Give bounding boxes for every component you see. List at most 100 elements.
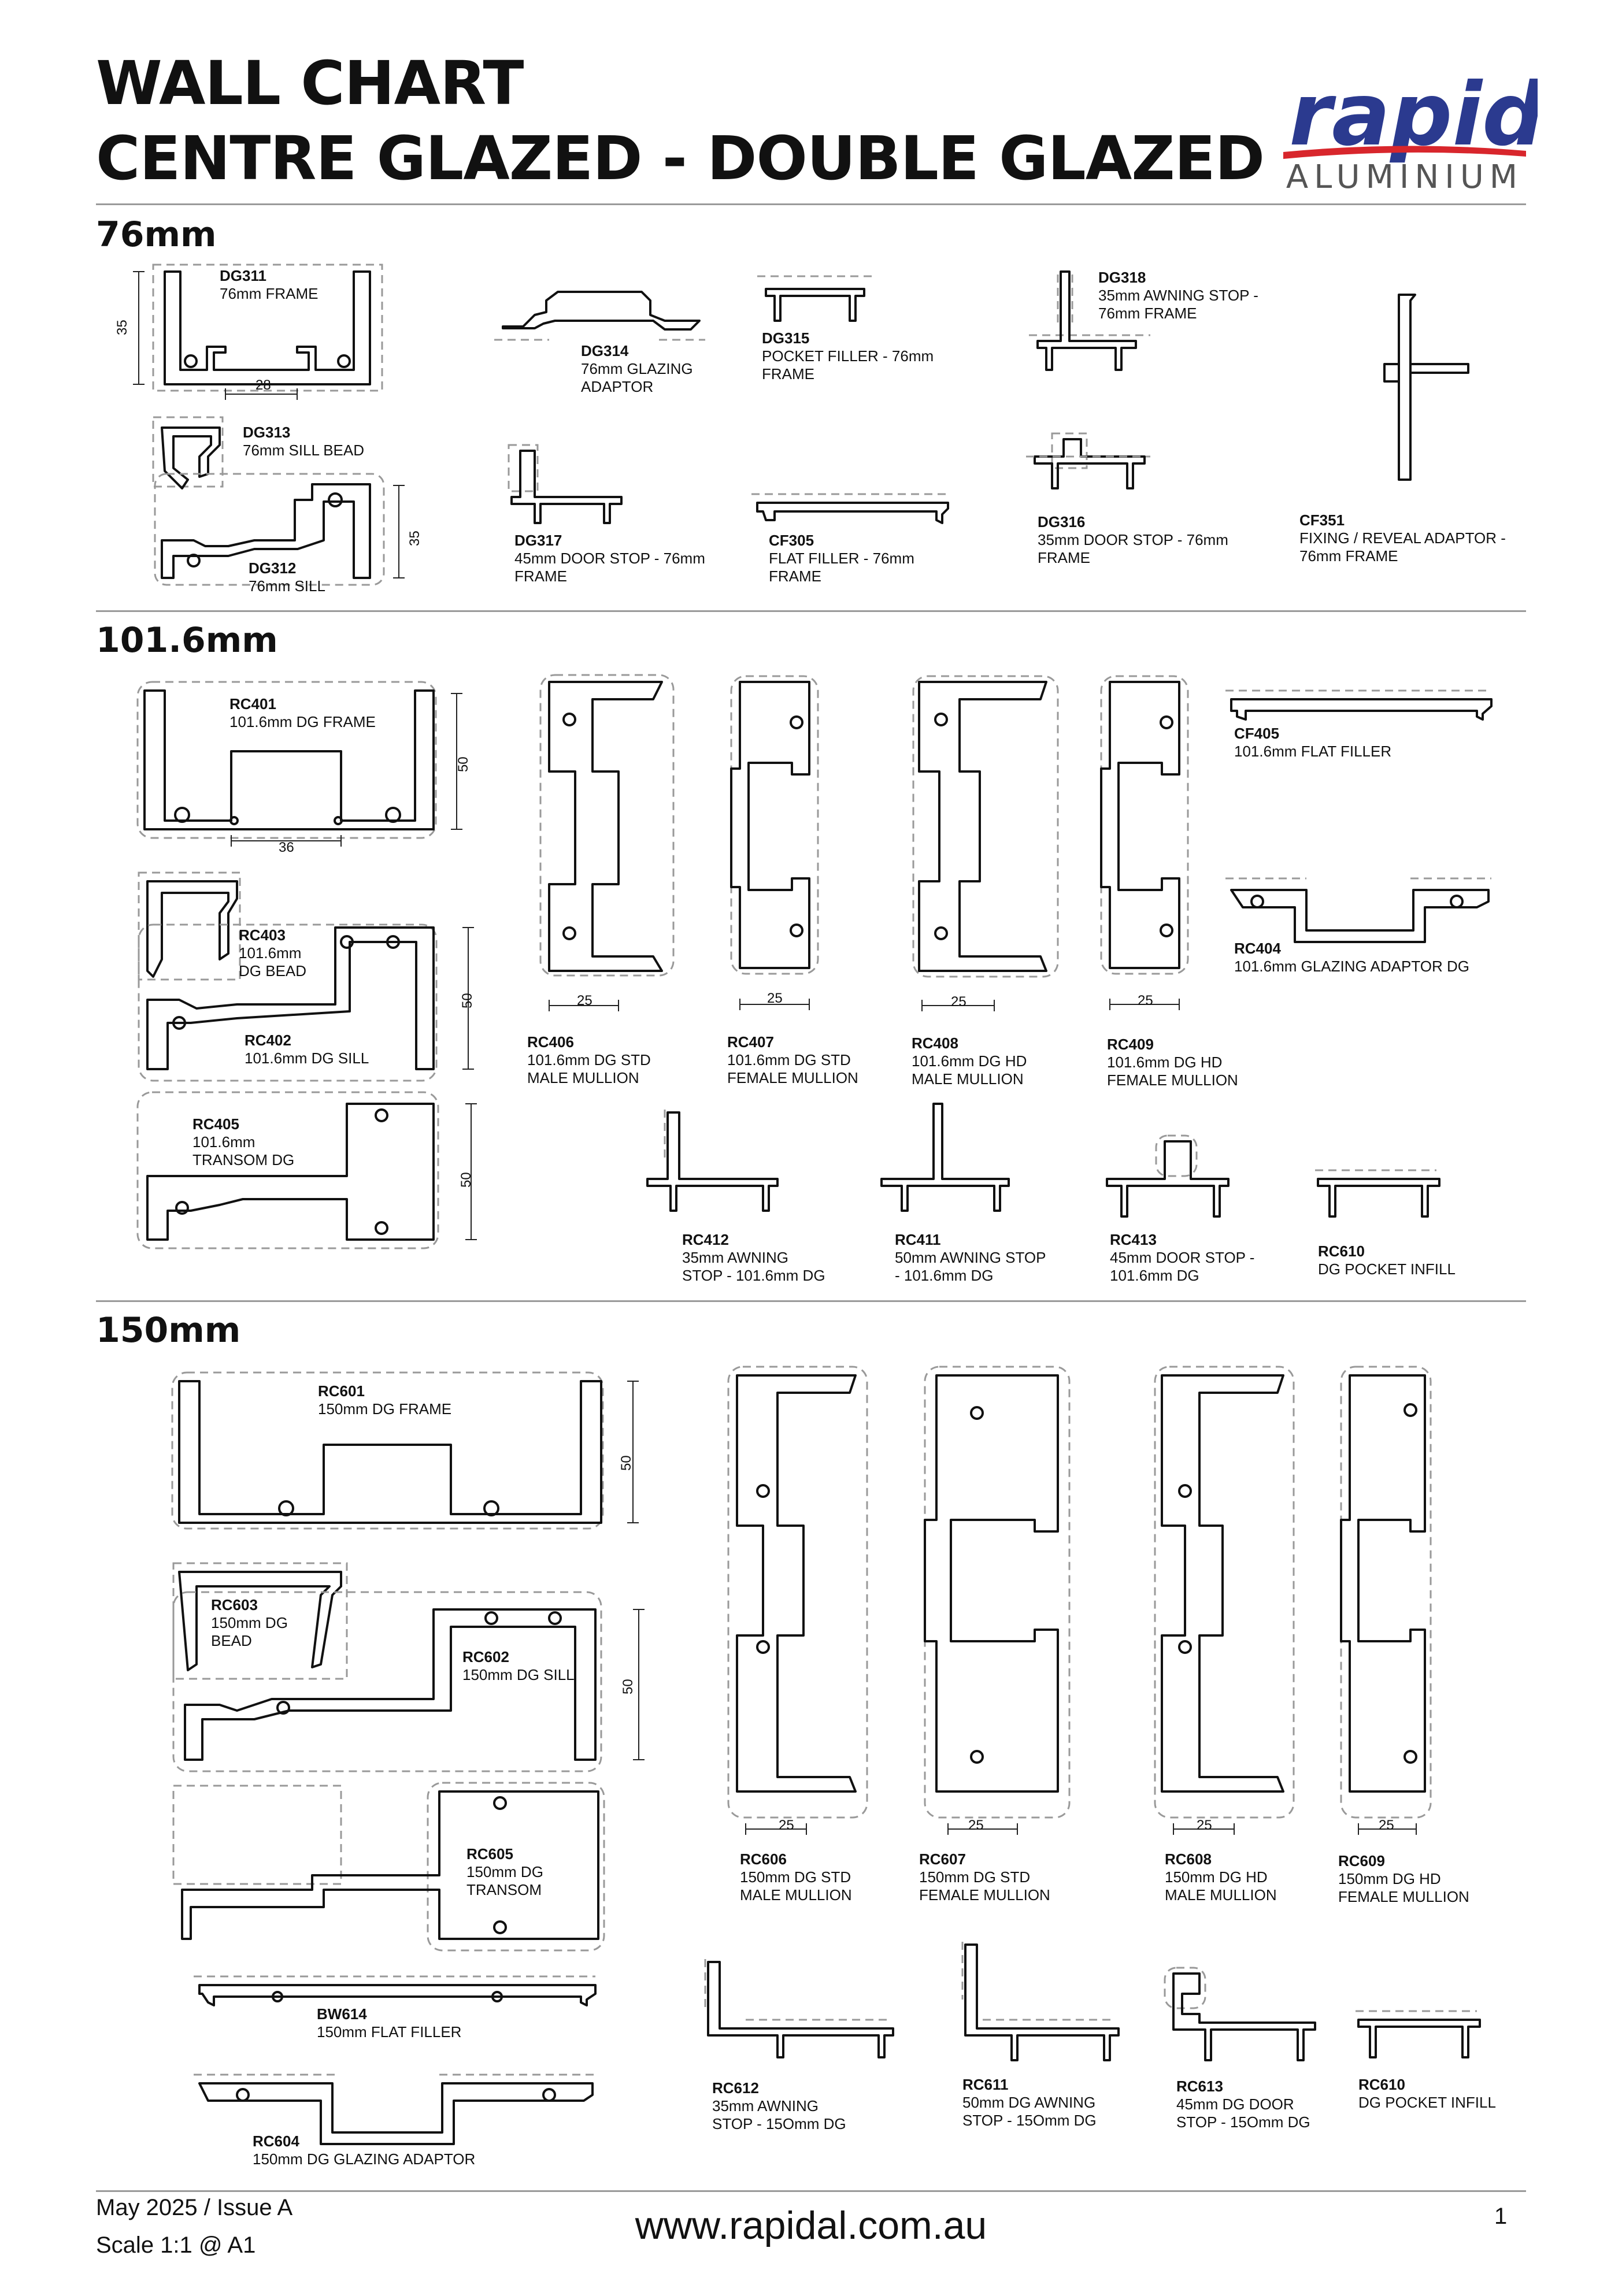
profile-dg315 xyxy=(757,275,873,322)
part-code: CF351 xyxy=(1299,511,1345,529)
profile-rc602 xyxy=(172,1591,645,1772)
profile-rc406 xyxy=(539,674,675,1011)
part-desc: 101.6mm DG HD xyxy=(1107,1054,1223,1071)
profile-dg316 xyxy=(1026,432,1150,489)
part-desc: FLAT FILLER - 76mm xyxy=(769,550,914,567)
part-desc: 35mm AWNING STOP - xyxy=(1098,287,1258,304)
part-code: BW614 xyxy=(317,2005,367,2023)
issue-date: May 2025 / Issue A xyxy=(96,2195,293,2220)
part-code: RC411 xyxy=(895,1231,941,1248)
part-desc: MALE MULLION xyxy=(1165,1886,1277,1904)
part-desc: 101.6mm DG STD xyxy=(527,1051,651,1069)
part-code: RC605 xyxy=(466,1845,513,1863)
part-desc: 150mm DG STD xyxy=(919,1868,1031,1886)
part-desc: 45mm DOOR STOP - 76mm xyxy=(514,550,705,567)
rapid-aluminium-logo: rapid ALUMINIUM xyxy=(1272,49,1545,199)
profile-rc604 xyxy=(194,2074,595,2145)
part-code: RC409 xyxy=(1107,1036,1154,1053)
part-code: RC405 xyxy=(192,1115,239,1133)
dimension-label: 25 xyxy=(1138,993,1153,1008)
dimension-label: 50 xyxy=(620,1679,636,1694)
part-desc: ADAPTOR xyxy=(581,378,654,395)
dimension-label: 50 xyxy=(456,756,471,772)
part-desc: 76mm FRAME xyxy=(1299,547,1398,565)
part-code: RC406 xyxy=(527,1033,574,1051)
part-desc: 150mm DG xyxy=(466,1863,543,1880)
section-divider xyxy=(96,610,1526,612)
profile-rc409 xyxy=(1100,675,1189,1010)
dimension-label: 35 xyxy=(114,320,130,335)
part-code: RC601 xyxy=(318,1382,365,1400)
profile-dg314 xyxy=(494,291,705,341)
part-desc: 45mm DG DOOR xyxy=(1176,2095,1294,2113)
part-desc: FRAME xyxy=(769,567,821,585)
profile-rc609 xyxy=(1340,1366,1432,1835)
profile-rc405 xyxy=(136,1091,477,1249)
dimension-label: 50 xyxy=(460,993,475,1008)
part-code: DG318 xyxy=(1098,269,1146,286)
part-desc: 101.6mm FLAT FILLER xyxy=(1234,743,1392,760)
footer-divider xyxy=(96,2190,1526,2192)
part-code: CF305 xyxy=(769,532,814,549)
dimension-label: 35 xyxy=(407,531,423,546)
profile-rc403 xyxy=(138,871,241,981)
part-desc: 45mm DOOR STOP - xyxy=(1110,1249,1255,1266)
part-desc: 150mm DG SILL xyxy=(462,1666,575,1683)
part-code: DG313 xyxy=(243,424,291,441)
profile-rc607 xyxy=(924,1366,1071,1835)
part-code: RC606 xyxy=(740,1850,787,1868)
website-link[interactable]: www.rapidal.com.au xyxy=(635,2204,987,2247)
page-title-line-2: CENTRE GLAZED - DOUBLE GLAZED xyxy=(96,123,1265,194)
part-desc: 150mm DG xyxy=(211,1614,288,1631)
profile-bw614 xyxy=(194,1975,597,2006)
profile-rc413 xyxy=(1106,1134,1230,1218)
part-desc: STOP - 15Omm DG xyxy=(1176,2113,1310,2131)
part-desc: 101.6mm DG HD xyxy=(912,1052,1027,1070)
profile-rc612 xyxy=(704,1959,894,2058)
part-desc: - 101.6mm DG xyxy=(895,1267,994,1284)
part-code: DG314 xyxy=(581,342,629,359)
profile-dg318 xyxy=(1029,270,1150,371)
dimension-label: 25 xyxy=(1197,1817,1212,1833)
profile-rc401 xyxy=(136,681,462,847)
profile-rc408 xyxy=(912,675,1059,1011)
logo-subtext: ALUMINIUM xyxy=(1286,158,1523,196)
part-code: RC610 xyxy=(1358,2076,1405,2093)
part-desc: 101.6mm DG SILL xyxy=(245,1049,369,1067)
part-desc: 101.6mm xyxy=(239,944,302,962)
part-code: RC404 xyxy=(1234,940,1281,957)
dimension-label: 28 xyxy=(255,377,271,393)
part-code: RC611 xyxy=(962,2076,1009,2093)
part-desc: 101.6mm xyxy=(192,1133,255,1151)
part-desc: STOP - 15Omm DG xyxy=(962,2112,1097,2129)
part-code: RC613 xyxy=(1176,2078,1223,2095)
part-code: RC607 xyxy=(919,1850,966,1868)
section-divider xyxy=(96,1300,1526,1302)
part-desc: 76mm GLAZING xyxy=(581,360,693,377)
part-desc: 76mm SILL xyxy=(249,577,325,595)
part-code: RC401 xyxy=(229,695,276,713)
part-code: DG312 xyxy=(249,559,297,577)
part-code: RC408 xyxy=(912,1034,958,1052)
part-code: RC403 xyxy=(239,926,286,944)
page-number: 1 xyxy=(1494,2204,1508,2229)
part-desc: FRAME xyxy=(762,365,814,383)
